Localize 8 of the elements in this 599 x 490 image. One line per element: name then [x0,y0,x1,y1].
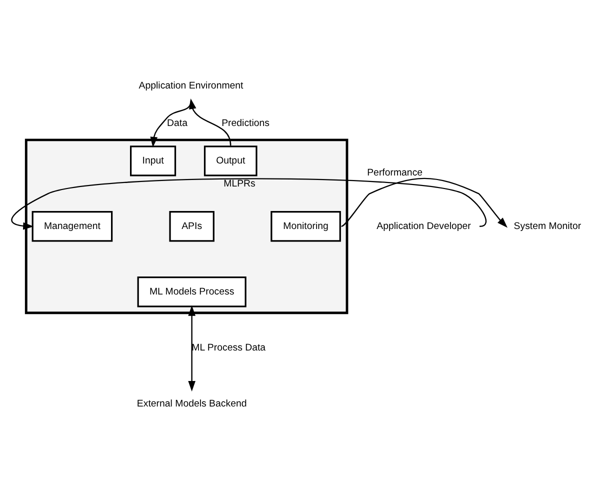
node-text: System Monitor [514,220,582,232]
node-text: External Models Backend [136,398,247,410]
edge-label: Performance [367,168,423,179]
edge-label: Predictions [222,118,270,129]
edge-label: Data [167,118,188,129]
edge-label: MLPRs [224,178,256,190]
node-text: Application Environment [138,80,244,92]
node-text: Application Developer [376,220,471,232]
